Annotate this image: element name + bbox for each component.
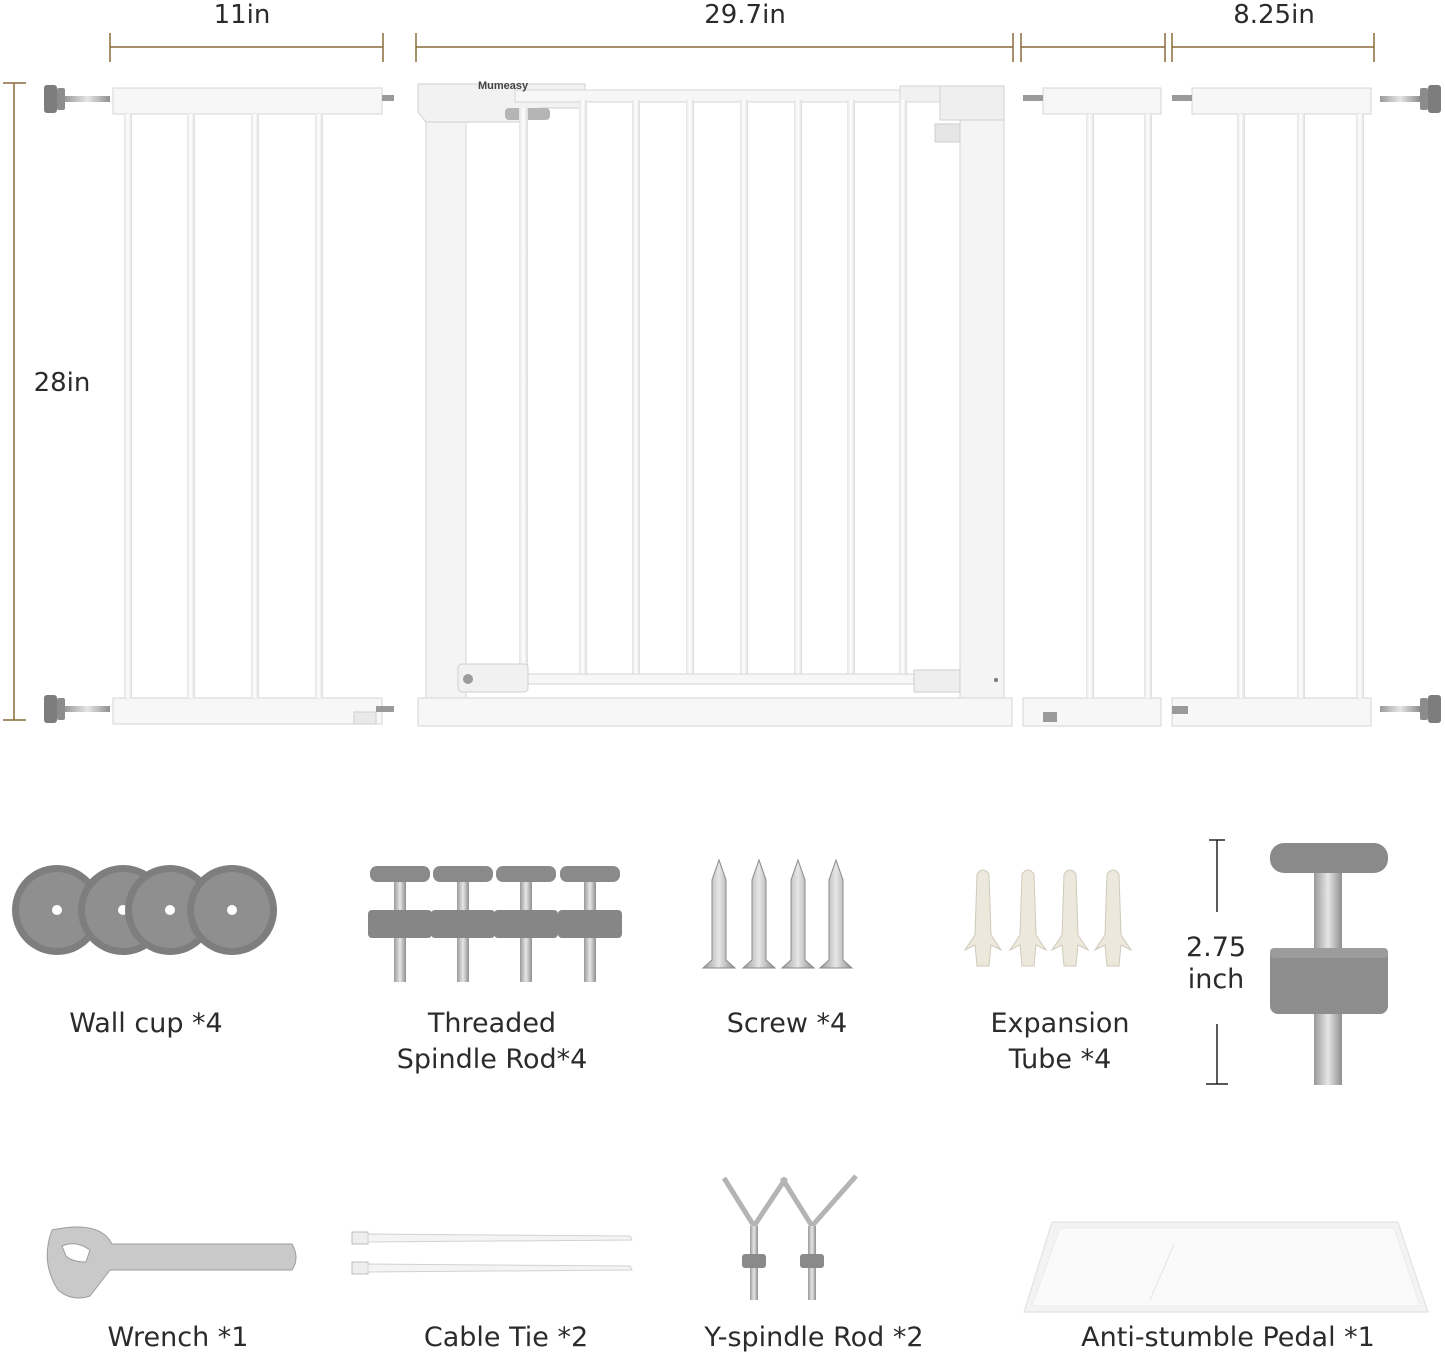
height-label: 28in xyxy=(33,368,91,398)
extension-panel-left xyxy=(112,87,394,725)
extension-panel-right xyxy=(1171,87,1372,727)
label-screw: Screw *4 xyxy=(726,1008,848,1039)
wall-spindle-right-top xyxy=(1380,85,1441,113)
wall-spindle-left-bottom xyxy=(44,695,110,723)
wall-cups xyxy=(12,865,277,955)
label-cable-tie: Cable Tie *2 xyxy=(423,1322,589,1353)
expansion-tubes xyxy=(963,869,1133,967)
wall-spindle-left-top xyxy=(44,85,110,113)
label-y-spindle-rod: Y-spindle Rod *2 xyxy=(704,1322,924,1353)
screws xyxy=(701,858,854,969)
spindle-measure-line xyxy=(1206,839,1228,1085)
anti-stumble-pedal xyxy=(1023,1221,1429,1313)
extension-panel-middle xyxy=(1022,87,1162,727)
cable-ties xyxy=(351,1231,633,1275)
label-spindle-length: 2.75 inch xyxy=(1185,932,1247,995)
label-expansion-tube: Expansion Tube *4 xyxy=(990,1008,1130,1075)
width-label-gate: 29.7in xyxy=(704,0,786,30)
width-label-left-panel: 11in xyxy=(213,0,271,30)
wall-spindle-right-bottom xyxy=(1380,695,1441,723)
main-gate xyxy=(417,83,1013,727)
y-spindle-rods xyxy=(721,1174,858,1300)
brand-logo-text: Mumeasy xyxy=(478,80,529,92)
dimension-lines xyxy=(3,33,1375,721)
large-spindle xyxy=(1270,843,1388,1085)
wrench xyxy=(46,1226,297,1299)
label-wall-cup: Wall cup *4 xyxy=(69,1008,223,1039)
label-wrench: Wrench *1 xyxy=(107,1322,249,1353)
width-label-right-panels: 8.25in xyxy=(1233,0,1315,30)
label-threaded-spindle-rod: Threaded Spindle Rod*4 xyxy=(396,1008,588,1075)
threaded-spindle-rods xyxy=(368,866,622,982)
label-anti-stumble-pedal: Anti-stumble Pedal *1 xyxy=(1081,1322,1375,1353)
